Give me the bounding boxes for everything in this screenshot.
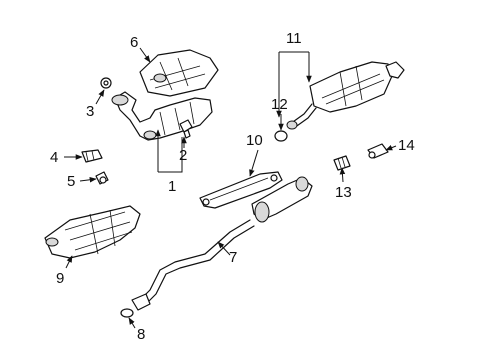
- catalytic-converter: [111, 91, 213, 141]
- center-pipe-resonator: [131, 176, 313, 311]
- callout-13: 13: [335, 184, 352, 201]
- exhaust-bracket: [199, 171, 283, 209]
- stud-13: [333, 155, 351, 171]
- callout-9: 9: [56, 270, 65, 287]
- hanger-bushing-12: [274, 130, 288, 142]
- callout-12: 12: [271, 96, 288, 113]
- callout-2: 2: [179, 147, 188, 164]
- gasket: [100, 77, 112, 89]
- callout-14: 14: [398, 137, 415, 154]
- muffler: [286, 61, 405, 130]
- callout-1: 1: [168, 178, 177, 195]
- leader-lines: [64, 47, 397, 329]
- callout-6: 6: [130, 34, 139, 51]
- callout-10: 10: [246, 132, 263, 149]
- callout-11: 11: [286, 30, 302, 47]
- callout-7: 7: [229, 249, 238, 266]
- callout-8: 8: [137, 326, 146, 343]
- oxygen-sensor-2: [179, 119, 193, 139]
- oxygen-sensor-4: [81, 149, 103, 163]
- callout-3: 3: [86, 103, 95, 120]
- gasket-8: [120, 308, 134, 318]
- callout-4: 4: [50, 149, 59, 166]
- bolt-5: [95, 171, 109, 185]
- lower-heat-shield: [44, 205, 141, 259]
- upper-heat-shield: [139, 49, 219, 97]
- callout-5: 5: [67, 173, 76, 190]
- bolt-14: [367, 143, 389, 159]
